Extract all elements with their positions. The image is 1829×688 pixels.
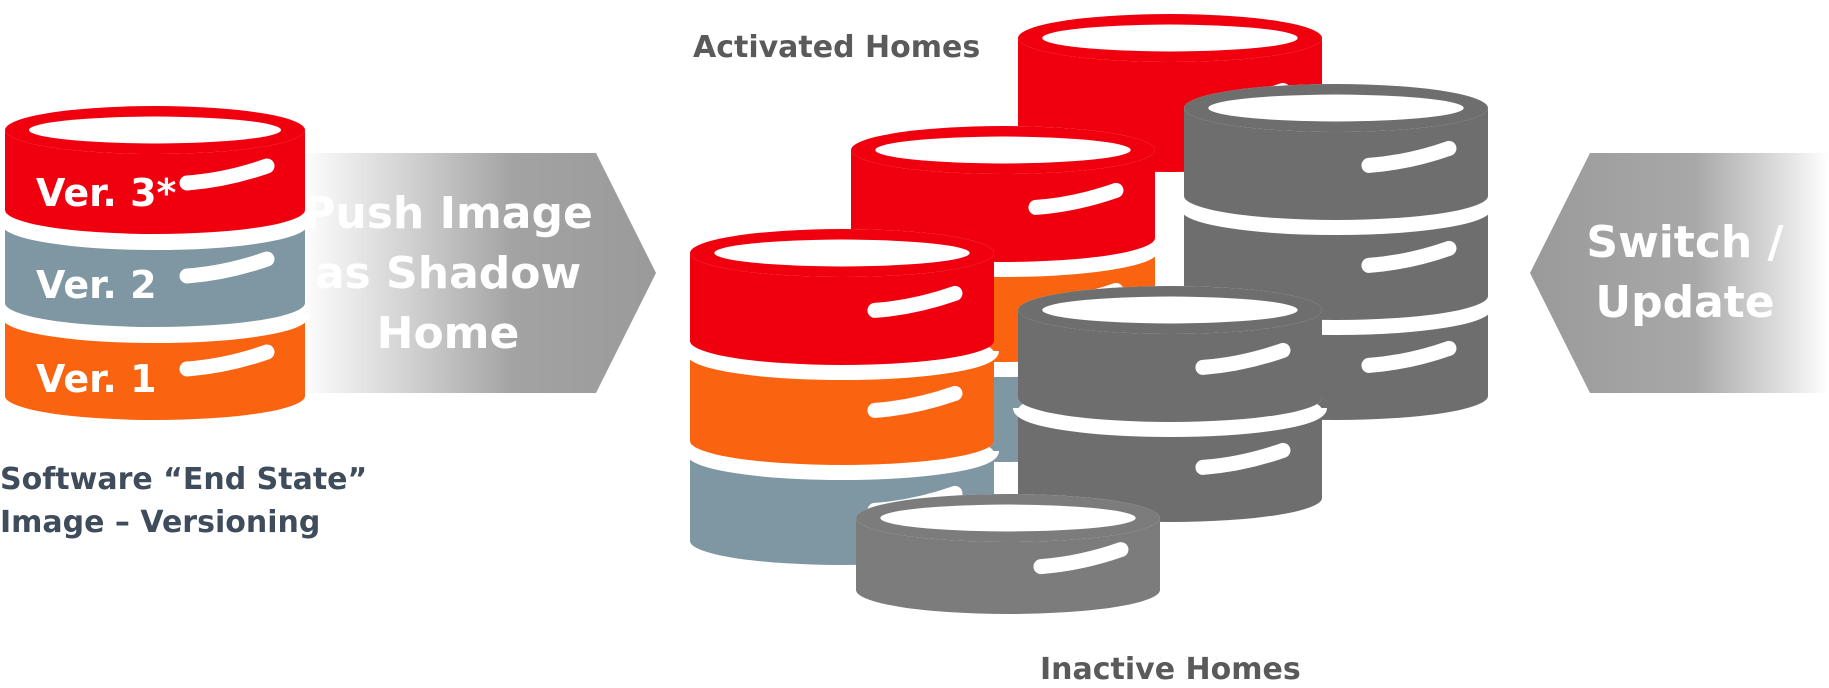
software-caption-line-1: Software “End State” xyxy=(0,462,368,497)
switch-arrow-shape xyxy=(1530,153,1829,393)
disk-handle xyxy=(179,344,275,377)
push-arrow-label: Push Image as Shadow Home xyxy=(303,188,593,359)
disk-handle xyxy=(867,385,963,418)
activated-home-front-disk-1 xyxy=(690,229,994,365)
disk-handle xyxy=(1361,140,1457,173)
activated-home-front-disk-2 xyxy=(690,353,994,465)
disk-stacks xyxy=(0,14,1493,614)
push-arrow-shape xyxy=(300,153,656,393)
disk-handle xyxy=(867,285,963,318)
image-version-stack-disk-3 xyxy=(5,316,305,420)
version-3-label: Ver. 3* xyxy=(36,171,177,215)
inactive-home-middle-disk-2 xyxy=(1018,410,1322,522)
inactive-home-middle-disk-1 xyxy=(1018,286,1322,422)
push-arrow-line-1: Push Image xyxy=(303,188,593,239)
push-arrow-line-2: as Shadow xyxy=(315,248,581,299)
disk-handle xyxy=(179,251,275,284)
version-2-label: Ver. 2 xyxy=(36,263,157,307)
disk-handle xyxy=(1361,240,1457,273)
disk-handle xyxy=(1195,342,1291,375)
disk-handle xyxy=(179,158,275,191)
inactive-home-front-disk-1 xyxy=(856,494,1160,614)
version-1-label: Ver. 1 xyxy=(36,357,157,401)
switch-arrow-line-2: Update xyxy=(1595,277,1774,328)
software-image-caption: Software “End State” Image – Versioning xyxy=(0,458,368,544)
image-version-stack-disk-1 xyxy=(5,106,305,234)
disk-handle xyxy=(1195,442,1291,475)
inactive-home-middle xyxy=(1013,286,1327,522)
software-caption-line-2: Image – Versioning xyxy=(0,505,321,540)
push-arrow-line-3: Home xyxy=(377,308,520,359)
inactive-home-front xyxy=(856,494,1160,614)
inactive-home-right-disk-1 xyxy=(1184,84,1488,220)
activated-homes-caption: Activated Homes xyxy=(693,30,981,65)
image-version-stack xyxy=(0,106,310,420)
inactive-homes-caption: Inactive Homes xyxy=(1040,652,1301,687)
disk-handle xyxy=(1028,182,1124,215)
switch-arrow-line-1: Switch / xyxy=(1586,217,1784,268)
switch-arrow-label: Switch / Update xyxy=(1586,217,1784,328)
disk-handle xyxy=(1033,542,1129,575)
image-version-stack-disk-2 xyxy=(5,223,305,327)
disk-handle xyxy=(1361,340,1457,373)
